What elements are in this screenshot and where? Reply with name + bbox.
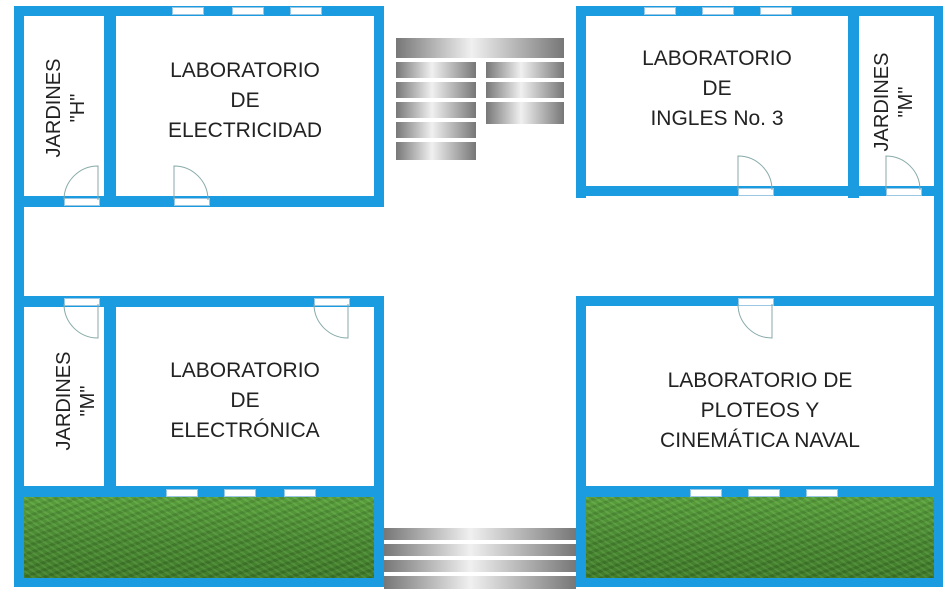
- outer-wall-bottom-left: [14, 578, 384, 587]
- wall-ingles-right: [848, 6, 859, 198]
- wall-bottom-left-mid: [14, 486, 384, 497]
- door-gap: [174, 198, 210, 206]
- wall-electronica-right: [374, 296, 384, 586]
- window-icon: [290, 7, 322, 15]
- outer-wall-top-right: [576, 6, 943, 16]
- window-icon: [702, 7, 734, 15]
- room-label-lab-electronica: LABORATORIO DE ELECTRÓNICA: [170, 359, 320, 442]
- door-gap: [64, 198, 100, 206]
- door-gap: [886, 188, 922, 196]
- window-icon: [644, 7, 676, 15]
- wall-ploteos-left: [576, 296, 586, 586]
- room-label-jardines-h: JARDINES "H": [43, 58, 89, 158]
- grass-garden-icon: [24, 497, 374, 578]
- window-icon: [172, 7, 204, 15]
- door-gap: [314, 298, 350, 306]
- window-icon: [760, 7, 792, 15]
- wall-jardines-h-right: [104, 6, 116, 206]
- door-gap: [738, 298, 774, 306]
- window-icon: [232, 7, 264, 15]
- window-icon: [690, 489, 722, 497]
- wall-bottom-left-top: [14, 296, 384, 307]
- window-icon: [748, 489, 780, 497]
- room-label-lab-electricidad: LABORATORIO DE ELECTRICIDAD: [167, 59, 323, 142]
- wall-electricidad-right: [374, 6, 384, 206]
- grass-garden-icon: [586, 497, 934, 578]
- room-label-lab-ploteos: LABORATORIO DE PLOTEOS Y CINEMÁTICA NAVA…: [660, 369, 860, 452]
- door-gap: [738, 188, 774, 196]
- wall-jardines-m-right: [104, 296, 116, 496]
- outer-wall-bottom-right: [576, 578, 943, 587]
- window-icon: [166, 489, 198, 497]
- door-gap: [64, 298, 100, 306]
- window-icon: [224, 489, 256, 497]
- room-label-jardines-m-bottom: JARDINES "M": [53, 351, 99, 451]
- room-label-jardines-m-top: JARDINES "M": [871, 52, 917, 152]
- wall-ingles-left: [576, 6, 586, 198]
- room-label-lab-ingles: LABORATORIO DE INGLES No. 3: [642, 47, 792, 130]
- window-icon: [806, 489, 838, 497]
- window-icon: [284, 489, 316, 497]
